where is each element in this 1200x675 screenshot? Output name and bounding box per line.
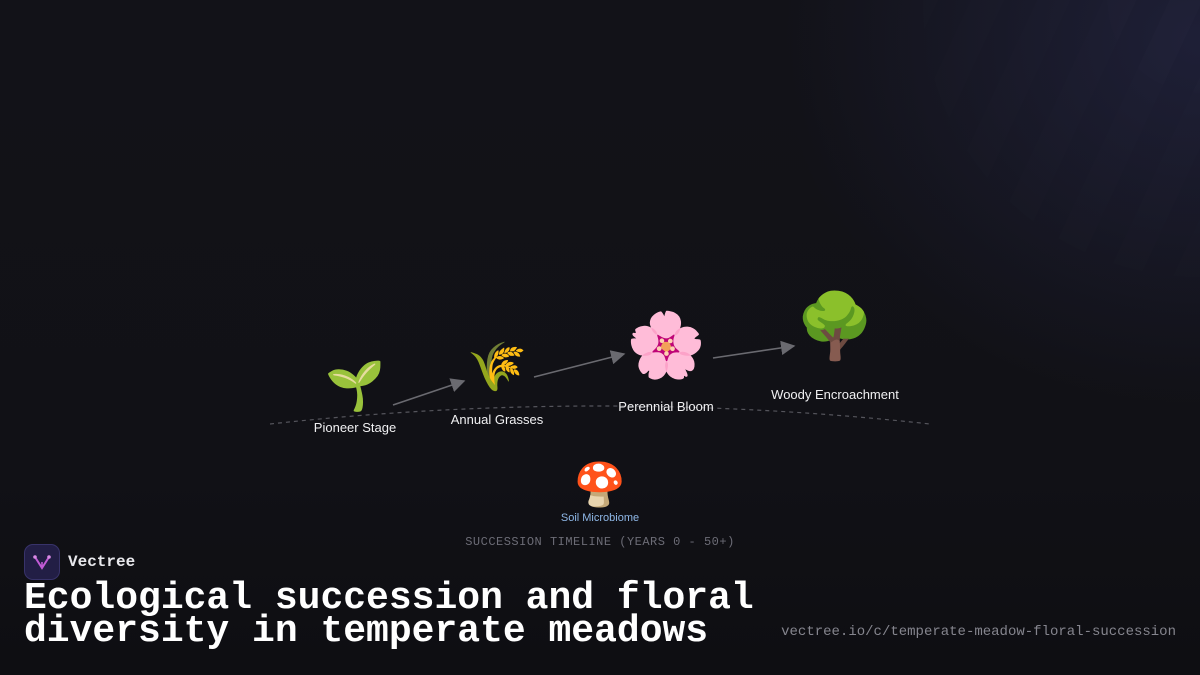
- mushroom-icon: 🍄: [573, 460, 627, 509]
- wheat-icon: 🌾: [467, 339, 527, 395]
- background-rays: [640, 0, 1200, 560]
- stage-label: Woody Encroachment: [771, 387, 899, 402]
- stage-perennial-bloom: 🌸 Perennial Bloom: [618, 314, 713, 414]
- stage-woody-encroachment: 🌳 Woody Encroachment: [771, 295, 899, 402]
- seedling-icon: 🌱: [325, 358, 385, 414]
- page-url[interactable]: vectree.io/c/temperate-meadow-floral-suc…: [781, 624, 1176, 640]
- stage-label: Perennial Bloom: [618, 399, 714, 414]
- soil-microbiome: 🍄 Soil Microbiome: [560, 460, 640, 525]
- arrow-bloom-to-woody: [712, 340, 796, 359]
- vectree-logo-icon: [24, 544, 60, 580]
- tree-icon: 🌳: [795, 290, 875, 364]
- arrow-pioneer-to-grasses: [392, 378, 466, 406]
- stage-annual-grasses: 🌾 Annual Grasses: [451, 343, 544, 427]
- arrow-grasses-to-bloom: [533, 350, 626, 378]
- stage-pioneer: 🌱 Pioneer Stage: [314, 362, 396, 435]
- microbiome-label: Soil Microbiome: [560, 512, 640, 524]
- page-title: Ecological succession and floral diversi…: [24, 577, 754, 653]
- brand: Vectree: [24, 544, 135, 580]
- timeline-curve: [269, 405, 931, 425]
- stage-label: Pioneer Stage: [313, 420, 397, 435]
- brand-name: Vectree: [68, 553, 136, 571]
- stage-label: Annual Grasses: [450, 412, 544, 427]
- flower-icon: 🌸: [626, 309, 706, 383]
- timeline-caption: SUCCESSION TIMELINE (YEARS 0 - 50+): [465, 535, 735, 549]
